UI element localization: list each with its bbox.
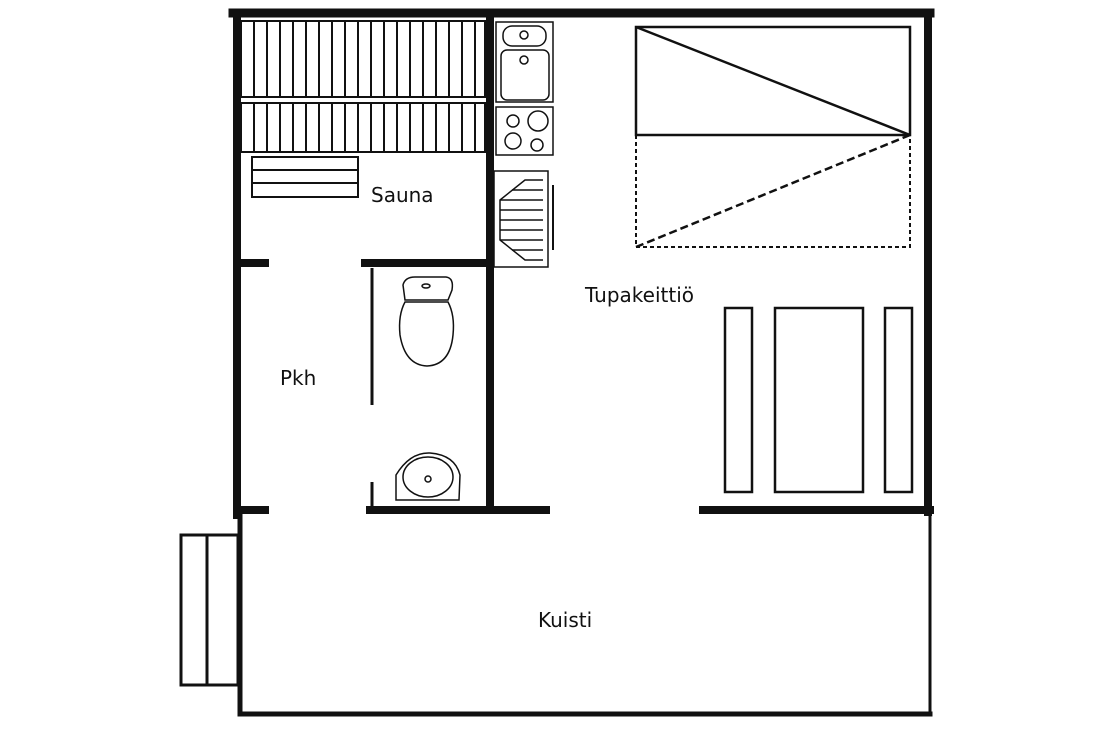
bathroom-fixtures (370, 268, 461, 507)
walls (228, 8, 935, 717)
kitchen-sink (495, 21, 554, 103)
toilet (398, 276, 455, 367)
sauna-benches (240, 20, 486, 198)
room-label-porch: Kuisti (538, 608, 593, 632)
porch-steps (179, 533, 240, 687)
washbasin (395, 452, 461, 501)
fireplace (493, 170, 554, 268)
sauna-step (251, 156, 359, 198)
loft-bed (634, 25, 912, 249)
table (773, 306, 865, 494)
room-label-sauna: Sauna (371, 183, 434, 207)
room-label-living-kitchen: Tupakeittiö (585, 283, 695, 307)
bench-right (883, 306, 914, 494)
bench-left (723, 306, 754, 494)
dining-table (723, 306, 914, 494)
room-label-washroom: Pkh (280, 366, 317, 390)
stove (495, 106, 554, 156)
